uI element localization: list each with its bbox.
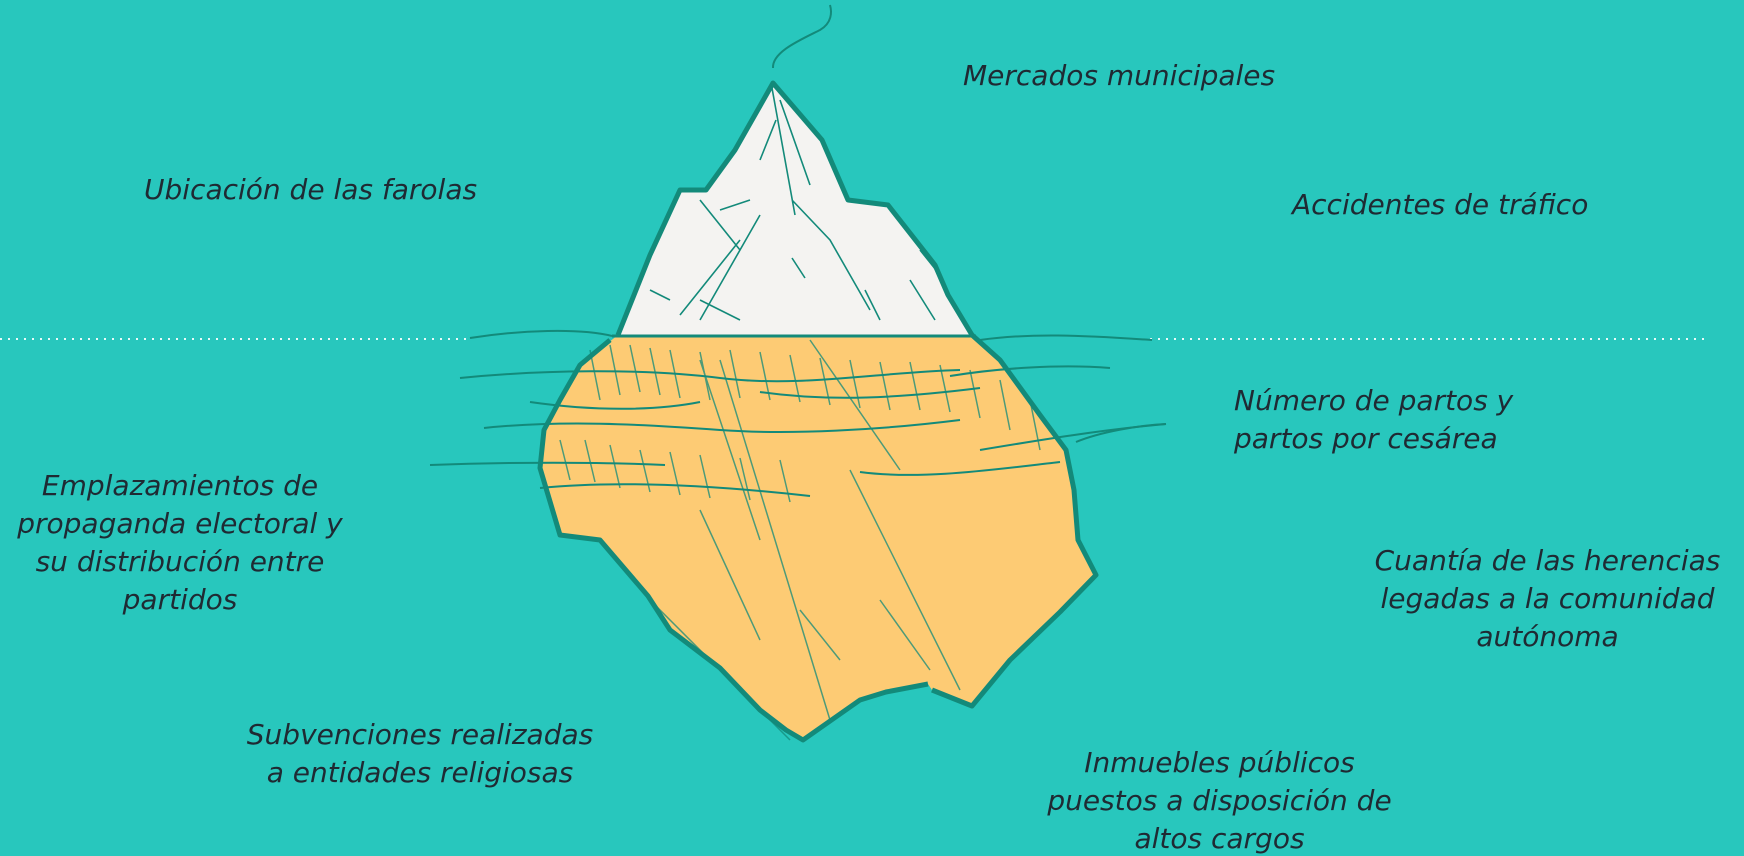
submerged-shading: [559, 339, 1041, 741]
label-herencias-line-3: autónoma: [1476, 620, 1619, 653]
label-subvenciones-religiosas: Subvenciones realizadas a entidades reli…: [236, 716, 604, 792]
label-propaganda-line-2: propaganda electoral y: [17, 507, 343, 540]
label-numero-partos: Número de partos y partos por cesárea: [1234, 382, 1513, 458]
flag-string: [771, 4, 832, 69]
label-propaganda-electoral: Emplazamientos de propaganda electoral y…: [10, 467, 350, 619]
label-inmuebles-line-2: puestos a disposición de: [1047, 784, 1392, 817]
label-accidentes-trafico: Accidentes de tráfico: [1292, 188, 1589, 221]
label-propaganda-line-1: Emplazamientos de: [41, 469, 319, 502]
iceberg-tip: [618, 83, 972, 335]
label-herencias-line-1: Cuantía de las herencias: [1374, 544, 1721, 577]
iceberg-tip-outline: [615, 80, 975, 337]
label-cuantia-herencias: Cuantía de las herencias legadas a la co…: [1360, 542, 1735, 656]
label-mercados-municipales: Mercados municipales: [963, 59, 1276, 92]
label-propaganda-line-4: partidos: [122, 583, 238, 616]
label-inmuebles-line-1: Inmuebles públicos: [1084, 746, 1355, 779]
water-waves: [429, 329, 1167, 497]
tip-cracks: [649, 87, 941, 321]
iceberg-submerged-outline: [537, 333, 1099, 743]
label-subvenciones-line-1: Subvenciones realizadas: [246, 718, 594, 751]
label-inmuebles-publicos: Inmuebles públicos puestos a disposición…: [1032, 744, 1407, 856]
label-subvenciones-line-2: a entidades religiosas: [266, 756, 574, 789]
label-herencias-line-2: legadas a la comunidad: [1380, 582, 1715, 615]
label-propaganda-line-3: su distribución entre: [35, 545, 325, 578]
label-inmuebles-line-3: altos cargos: [1134, 822, 1305, 855]
label-numero-partos-line-1: Número de partos y: [1234, 384, 1514, 417]
iceberg-submerged-part: [540, 335, 1096, 740]
label-ubicacion-farolas: Ubicación de las farolas: [144, 173, 478, 206]
label-numero-partos-line-2: partos por cesárea: [1234, 422, 1498, 455]
